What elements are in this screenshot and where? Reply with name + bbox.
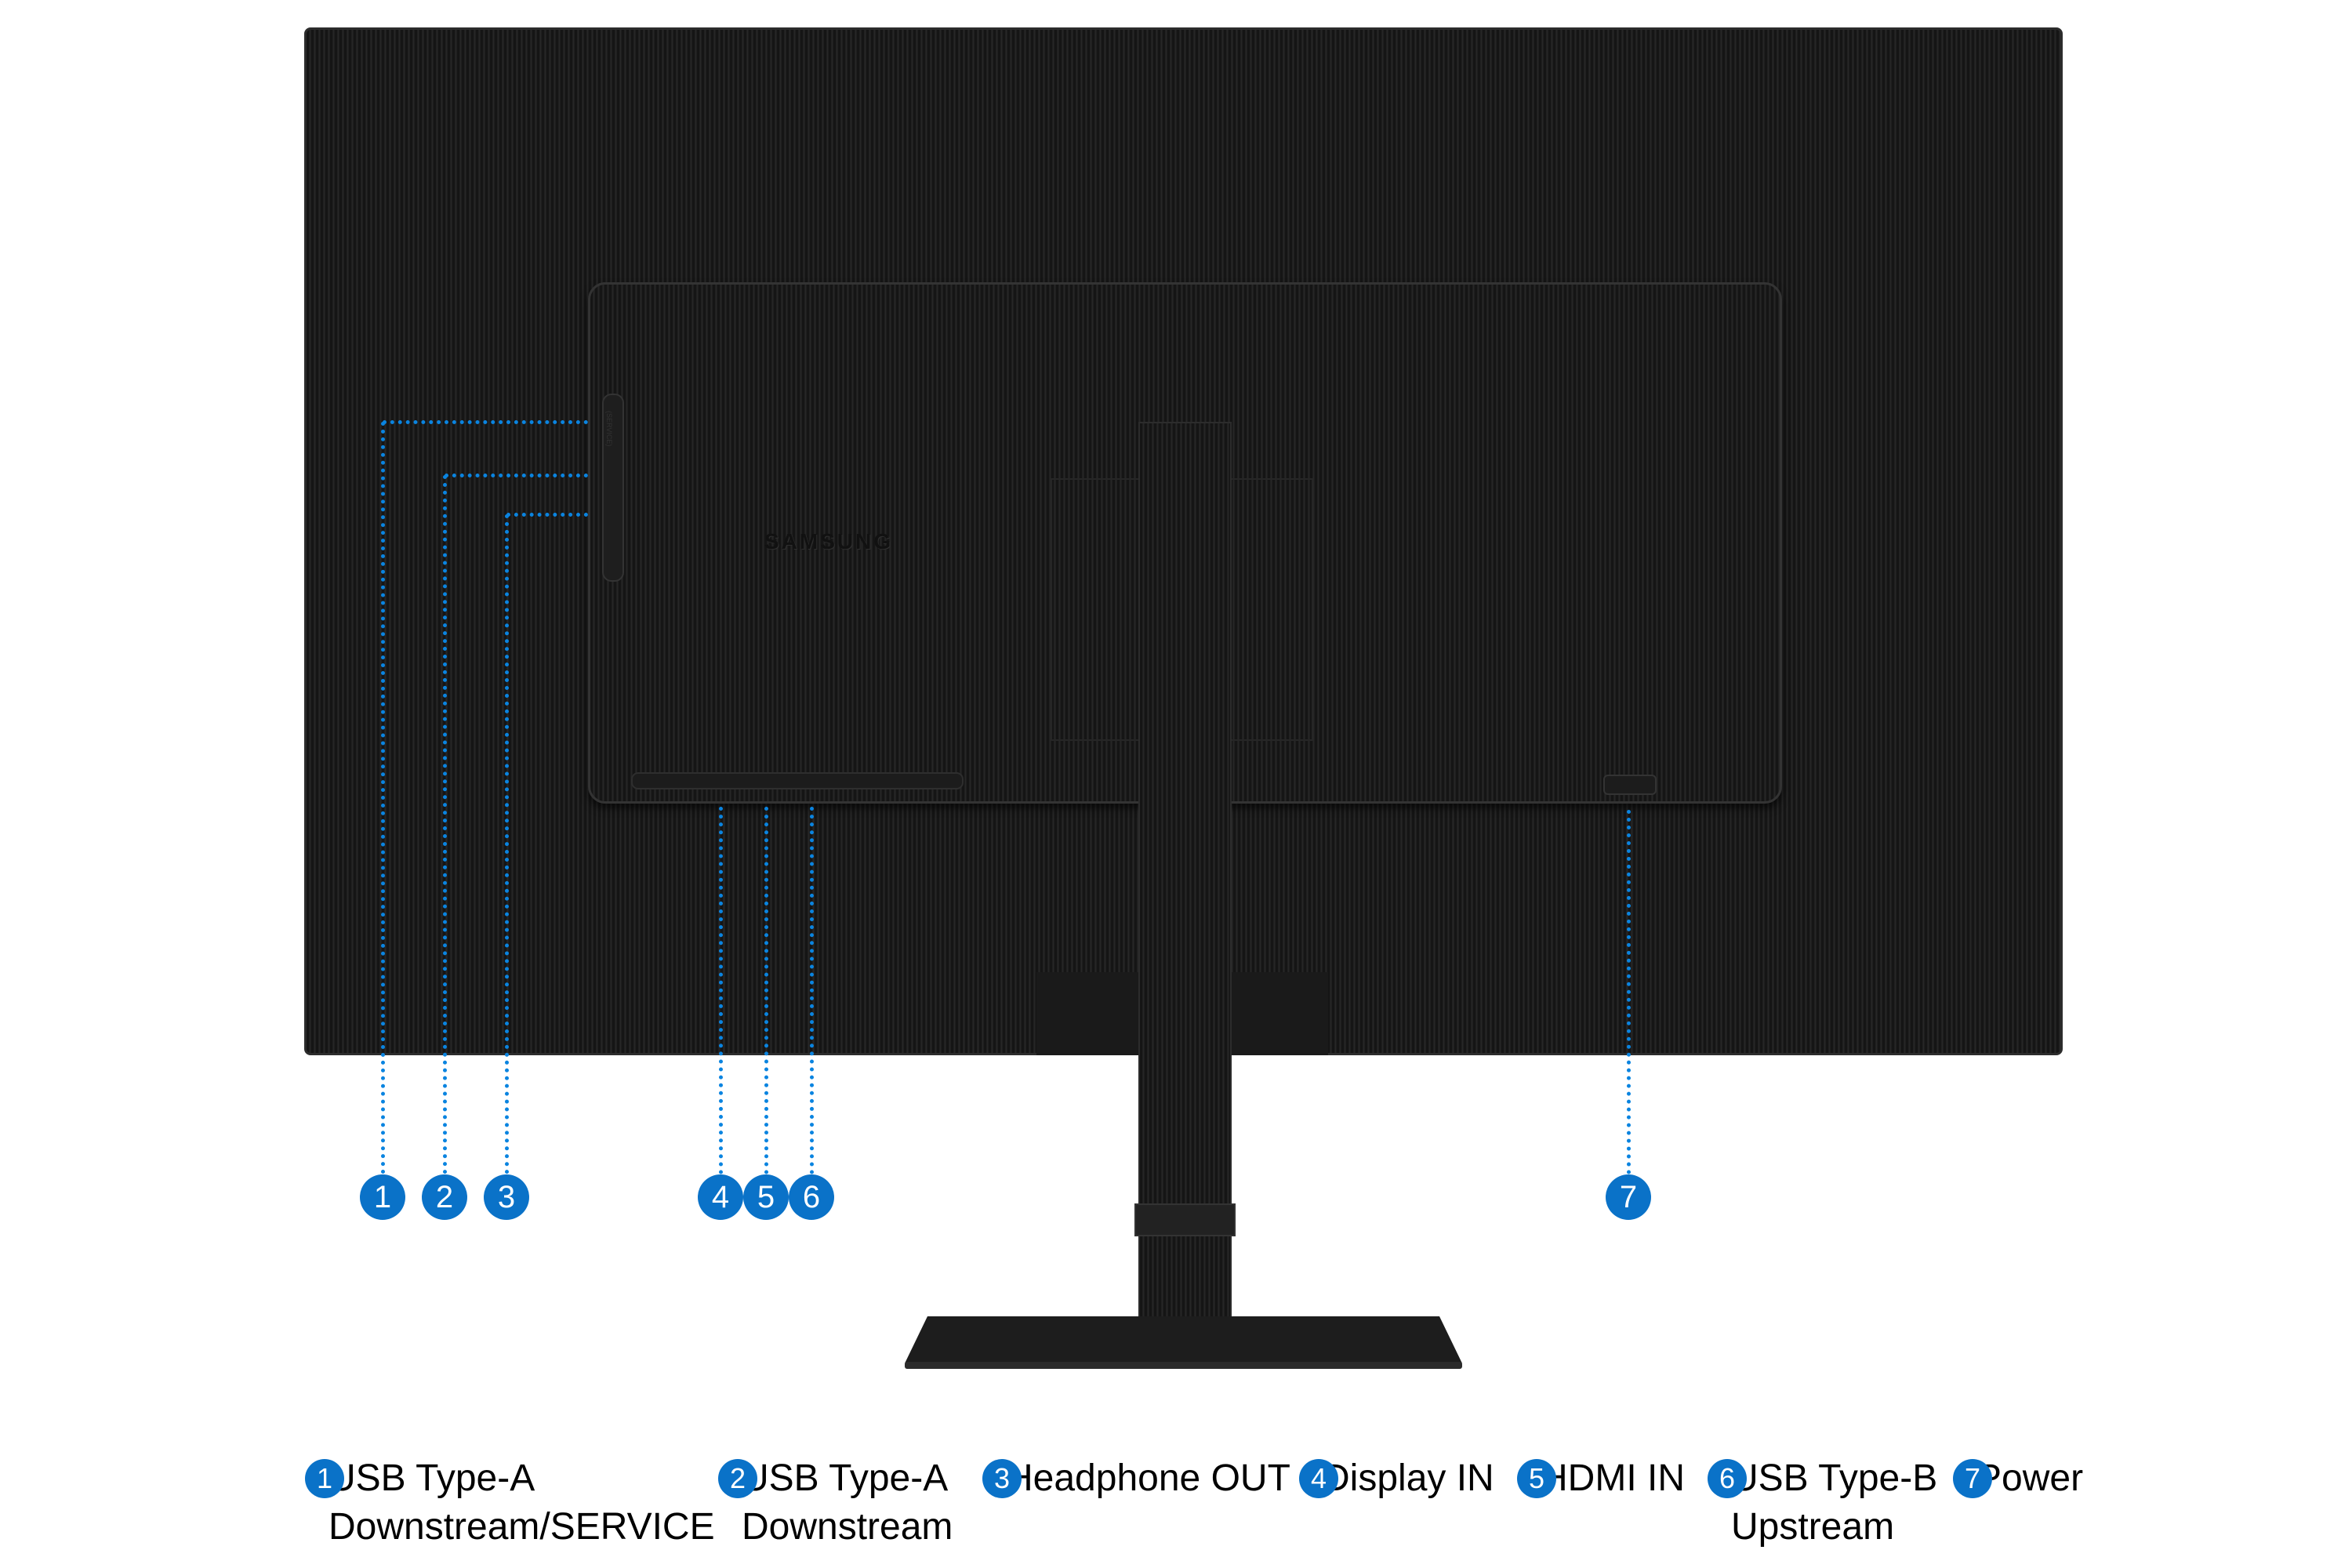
callout-line-2 (443, 475, 447, 1174)
legend-label: Headphone OUT (1006, 1457, 1290, 1499)
legend-item-3: 3 Headphone OUT (982, 1454, 1290, 1503)
stand-neck (1138, 422, 1232, 1346)
legend-marker: 1 (305, 1459, 344, 1498)
legend-label-2: Downstream/SERVICE (328, 1506, 715, 1548)
callout-line-7 (1627, 810, 1631, 1174)
bottom-port-strip (631, 772, 964, 789)
legend-marker: 6 (1708, 1459, 1747, 1498)
callout-line-6 (810, 807, 814, 1174)
callout-marker-6: 6 (789, 1174, 834, 1220)
callout-marker-5: 5 (743, 1174, 789, 1220)
service-port-label: (SERVICE) (605, 411, 613, 447)
legend-item-7: 7 Power (1953, 1454, 2084, 1503)
legend-label: USB Type-A (742, 1457, 949, 1499)
cable-collar (1134, 1203, 1236, 1236)
legend-label: HDMI IN (1541, 1457, 1685, 1499)
callout-line-1 (381, 422, 385, 1174)
power-port (1603, 775, 1657, 795)
legend-label: Display IN (1323, 1457, 1494, 1499)
callout-line-4 (719, 807, 723, 1174)
side-port-strip: (SERVICE) (602, 394, 624, 582)
callout-line-3 (505, 514, 509, 1174)
callout-marker-2: 2 (422, 1174, 467, 1220)
legend-item-6: 6 USB Type-B Upstream (1708, 1454, 1938, 1552)
callout-line-5 (764, 807, 768, 1174)
legend-item-1: 1 USB Type-A Downstream/SERVICE (305, 1454, 715, 1552)
legend-marker: 7 (1953, 1459, 1992, 1498)
callout-marker-1: 1 (360, 1174, 405, 1220)
callout-line-1-h (383, 420, 588, 424)
stand-base (905, 1316, 1462, 1369)
legend-marker: 2 (718, 1459, 757, 1498)
legend-item-2: 2 USB Type-A Downstream (718, 1454, 953, 1552)
legend-marker: 3 (982, 1459, 1022, 1498)
legend-item-5: 5 HDMI IN (1517, 1454, 1685, 1503)
callout-line-2-h (445, 474, 588, 477)
legend-marker: 4 (1299, 1459, 1338, 1498)
samsung-logo: SAMSUNG (764, 529, 894, 554)
legend-item-4: 4 Display IN (1299, 1454, 1494, 1503)
legend-label: USB Type-B (1731, 1457, 1938, 1499)
callout-marker-4: 4 (698, 1174, 743, 1220)
legend-marker: 5 (1517, 1459, 1556, 1498)
legend-label: USB Type-A (328, 1457, 535, 1499)
callout-marker-7: 7 (1606, 1174, 1651, 1220)
legend-label-2: Downstream (742, 1506, 953, 1548)
callout-marker-3: 3 (484, 1174, 529, 1220)
legend-label-2: Upstream (1731, 1506, 1895, 1548)
callout-line-3-h (506, 513, 588, 517)
legend-label: Power (1976, 1457, 2084, 1499)
